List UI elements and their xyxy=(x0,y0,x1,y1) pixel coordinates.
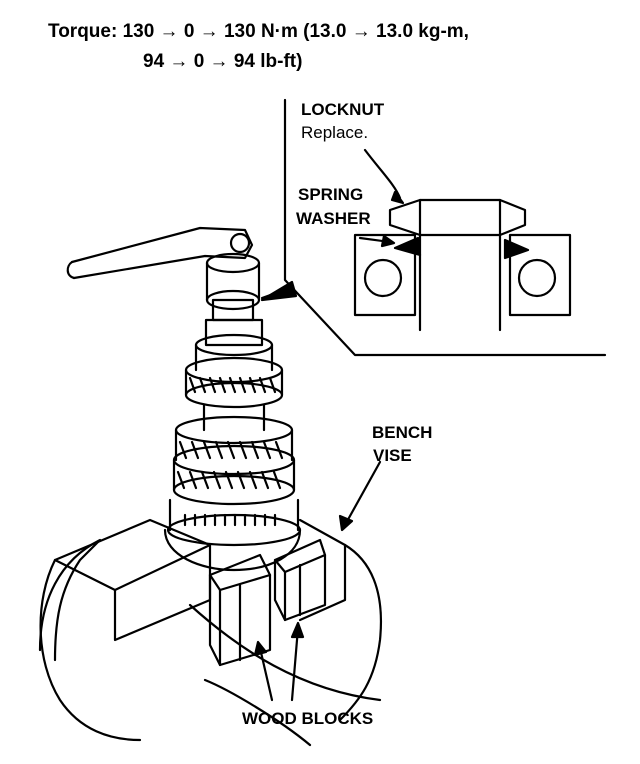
wood-block-right xyxy=(273,538,327,622)
label-vise: VISE xyxy=(373,446,412,465)
bench-vise xyxy=(38,518,382,747)
inset-detail xyxy=(260,98,607,357)
label-washer: WASHER xyxy=(296,209,371,228)
torque-spec-line-1: Torque: 130 → 0 → 130 N·m (13.0 → 13.0 k… xyxy=(48,21,469,42)
label-locknut: LOCKNUT xyxy=(301,100,385,119)
locknut-shape xyxy=(388,198,527,237)
label-replace: Replace. xyxy=(301,123,369,142)
mainshaft-assembly xyxy=(163,252,302,572)
label-spring: SPRING xyxy=(298,185,364,204)
label-bench: BENCH xyxy=(372,423,433,442)
wood-block-left xyxy=(208,553,272,667)
leader-lines xyxy=(253,148,405,702)
wood-blocks xyxy=(208,538,327,667)
label-wood-blocks: WOOD BLOCKS xyxy=(242,709,374,728)
torque-wrench xyxy=(66,226,254,280)
torque-spec-line-2: 94 → 0 → 94 lb-ft) xyxy=(143,51,303,72)
